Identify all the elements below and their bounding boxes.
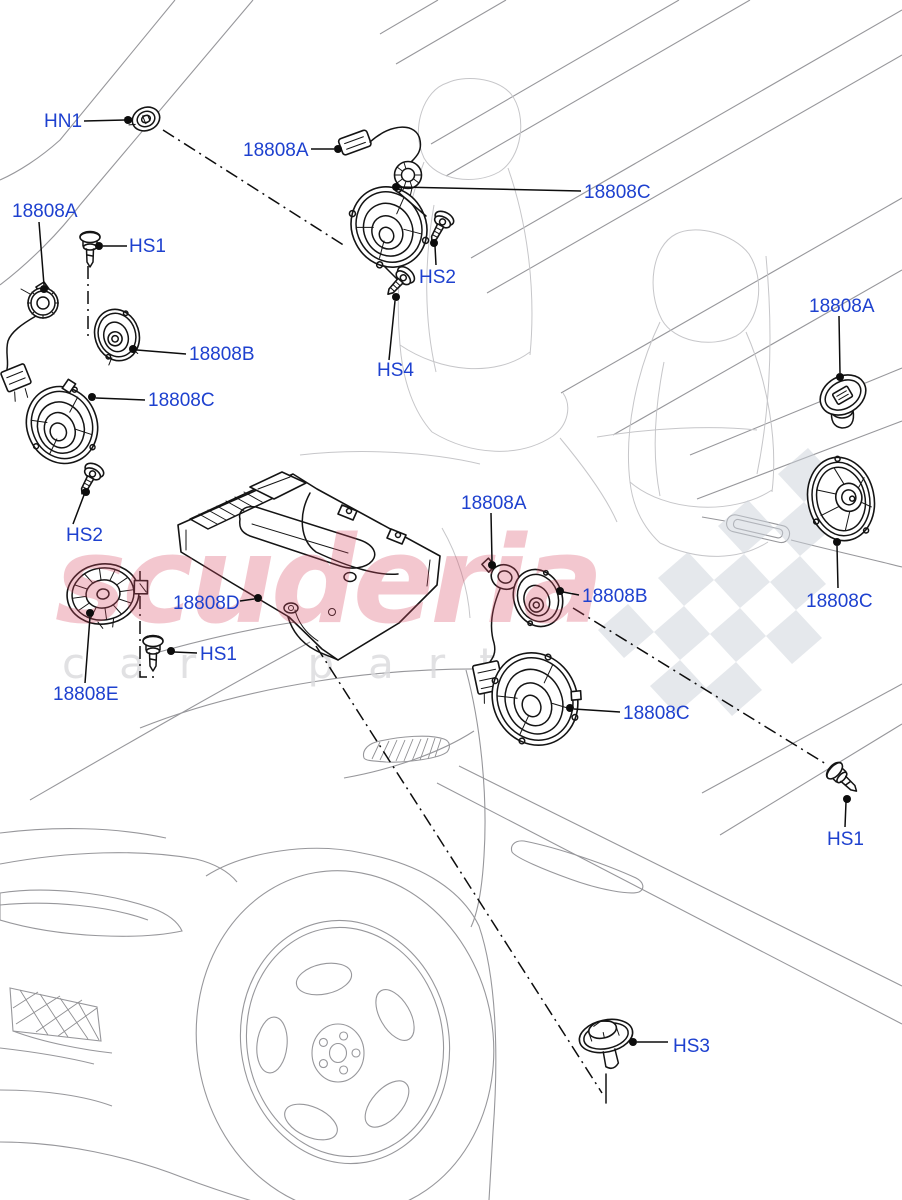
tweeter-speaker-left-icon xyxy=(0,281,59,402)
callout-18808b-middle: 18808B xyxy=(582,586,648,607)
amplifier-18808d-icon xyxy=(177,471,441,661)
callout-hs3: HS3 xyxy=(673,1036,710,1057)
tweeter-speaker-right-icon xyxy=(819,374,867,429)
callout-hn1: HN1 xyxy=(44,111,82,132)
seat-outlines xyxy=(299,78,775,619)
callout-18808c-left: 18808C xyxy=(148,390,215,411)
callout-18808a-middle: 18808A xyxy=(461,493,527,514)
callout-hs1-bottom-right: HS1 xyxy=(827,829,864,850)
midrange-speaker-left-icon xyxy=(93,308,141,366)
callout-18808b-left: 18808B xyxy=(189,344,255,365)
clip-fastener-hn1-icon xyxy=(124,106,161,132)
callout-18808c-right: 18808C xyxy=(806,591,873,612)
midrange-speaker-middle-icon xyxy=(512,568,564,628)
watermark-brand: scuderia xyxy=(55,512,600,651)
door-speaker-top-icon xyxy=(348,185,430,269)
reference-dash-lines xyxy=(87,129,827,1094)
callout-hs2-upper: HS2 xyxy=(419,267,456,288)
screw-hs1-bottom-right-icon xyxy=(822,758,865,800)
callout-18808c-bottom: 18808C xyxy=(623,703,690,724)
callout-18808d: 18808D xyxy=(173,593,240,614)
checkered-flag-watermark xyxy=(598,448,834,716)
door-speaker-right-icon xyxy=(806,455,876,542)
parts-layer xyxy=(0,106,876,1104)
leader-lines xyxy=(38,116,851,1046)
front-wheel xyxy=(195,870,495,1200)
callout-18808e: 18808E xyxy=(53,684,119,705)
callout-hs1-middle: HS1 xyxy=(200,644,237,665)
callout-18808c-top: 18808C xyxy=(584,182,651,203)
callout-hs4: HS4 xyxy=(377,360,414,381)
watermark-tagline: car parts xyxy=(62,639,585,688)
door-speaker-bottom-icon xyxy=(491,651,582,747)
callout-labels: HN1 18808A 18808C 18808A HS1 HS2 HS4 188… xyxy=(12,111,875,1057)
screw-hs3-icon xyxy=(578,1018,634,1070)
door-speaker-left-icon xyxy=(25,378,99,465)
callout-hs1-left: HS1 xyxy=(129,236,166,257)
subwoofer-speaker-18808e-icon xyxy=(66,563,149,629)
callout-18808a-left: 18808A xyxy=(12,201,78,222)
callout-18808a-top: 18808A xyxy=(243,140,309,161)
callout-18808a-right: 18808A xyxy=(809,296,875,317)
callout-hs2-left: HS2 xyxy=(66,525,103,546)
